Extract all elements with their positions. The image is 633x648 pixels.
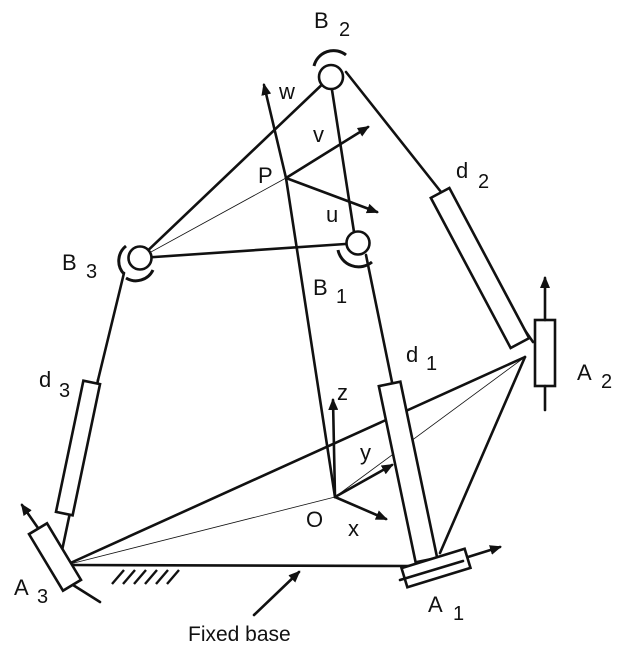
a1-actuator <box>398 545 502 589</box>
fixed-base-triangle <box>64 355 527 568</box>
base-frame-axes <box>328 398 394 521</box>
label-b1: B <box>313 275 328 300</box>
label-d3-sub: 3 <box>59 380 70 402</box>
o-to-a2-line <box>334 356 526 498</box>
label-p: P <box>258 163 273 188</box>
moving-platform <box>138 75 362 260</box>
label-b3: B <box>62 250 77 275</box>
label-a2: A <box>577 360 592 385</box>
p-to-b3-line <box>139 177 287 259</box>
label-a3: A <box>14 575 29 600</box>
label-u: u <box>326 202 338 227</box>
label-b2: B <box>314 8 329 33</box>
fixed-base-pointer-arrow <box>252 570 301 617</box>
label-d2-sub: 2 <box>478 171 489 193</box>
op-vector <box>284 176 337 499</box>
leg-3 <box>54 271 126 562</box>
label-b2-sub: 2 <box>339 19 350 41</box>
label-d2: d <box>456 158 468 183</box>
label-d3: d <box>39 367 51 392</box>
platform-frame-axes <box>261 83 379 214</box>
b3-joint-icon <box>117 244 155 283</box>
fixed-base-caption: Fixed base <box>188 623 291 646</box>
label-v: v <box>313 122 324 147</box>
a2-actuator <box>533 276 557 412</box>
leg-2 <box>344 70 535 350</box>
label-y: y <box>360 440 371 465</box>
label-a1: A <box>428 592 443 617</box>
d3-cylinder <box>54 379 102 517</box>
label-o: O <box>306 507 323 532</box>
label-a1-sub: 1 <box>453 603 464 625</box>
label-b3-sub: 3 <box>86 261 97 283</box>
leg-1 <box>364 253 439 564</box>
label-b1-sub: 1 <box>336 286 347 308</box>
b2-joint-icon <box>312 49 347 91</box>
ground-hatching <box>111 569 180 585</box>
label-d1-sub: 1 <box>426 353 437 375</box>
label-x: x <box>348 516 359 541</box>
b1-joint-icon <box>336 230 373 269</box>
d2-cylinder <box>429 186 531 350</box>
label-a2-sub: 2 <box>601 371 612 393</box>
a3-actuator <box>20 503 102 604</box>
label-w: w <box>278 79 295 104</box>
label-d1: d <box>406 342 418 367</box>
label-z: z <box>337 380 348 405</box>
o-to-a3-line <box>65 496 336 566</box>
label-a3-sub: 3 <box>37 586 48 608</box>
